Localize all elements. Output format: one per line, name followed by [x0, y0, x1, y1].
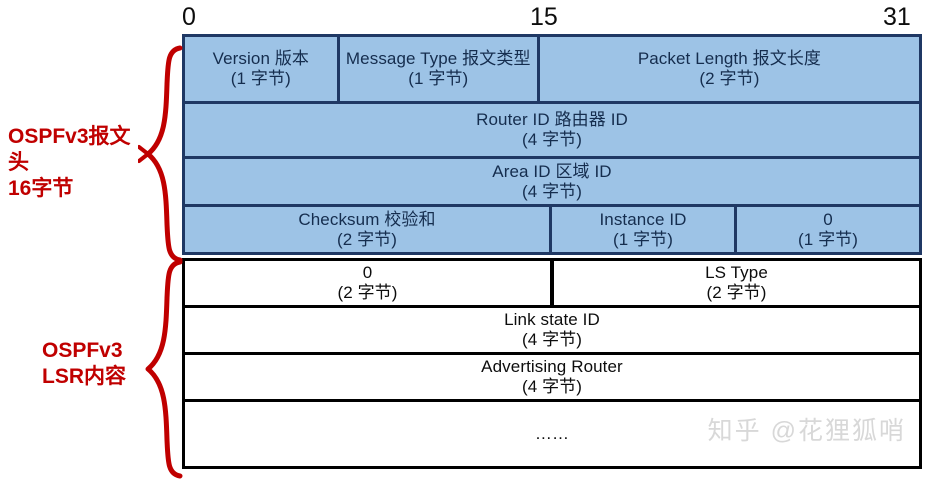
bit-tick-31: 31 — [883, 3, 911, 31]
table-row: Checksum 校验和 (2 字节) Instance ID (1 字节) 0… — [185, 207, 919, 252]
field-label: 0 — [362, 263, 373, 282]
bit-tick-15: 15 — [530, 3, 558, 31]
field-label: Advertising Router — [481, 357, 623, 376]
field-label: Router ID 路由器 ID — [476, 110, 628, 129]
field-size: (1 字节) — [797, 229, 859, 249]
field-size: (1 字节) — [230, 69, 291, 88]
field-version: Version 版本 (1 字节) — [185, 37, 337, 101]
lsr-section-label: OSPFv3 LSR内容 — [42, 339, 126, 388]
field-label: Area ID 区域 ID — [492, 161, 612, 181]
field-size: (2 字节) — [699, 69, 760, 88]
field-label: Checksum 校验和 — [298, 209, 436, 229]
field-label: Packet Length 报文长度 — [637, 49, 822, 68]
field-instance-id: Instance ID (1 字节) — [552, 207, 734, 252]
field-size: (4 字节) — [521, 181, 583, 201]
field-size: (2 字节) — [706, 283, 767, 302]
field-size: (1 字节) — [408, 69, 469, 88]
field-label: Version 版本 — [212, 49, 310, 68]
table-row: …… — [185, 402, 919, 466]
table-row: Link state ID (4 字节) — [185, 308, 919, 352]
table-row: Advertising Router (4 字节) — [185, 355, 919, 399]
field-label: LS Type — [705, 263, 768, 282]
header-brace-icon — [138, 45, 183, 263]
field-size: (4 字节) — [521, 377, 583, 396]
ospfv3-lsr-table: 0 (2 字节) LS Type (2 字节) Link state ID (4… — [182, 258, 922, 469]
field-size: (4 字节) — [521, 330, 583, 349]
field-label: Instance ID — [599, 209, 687, 229]
field-advertising-router: Advertising Router (4 字节) — [185, 355, 919, 399]
field-link-state-id: Link state ID (4 字节) — [185, 308, 919, 352]
field-label: 0 — [823, 209, 833, 229]
field-size: (2 字节) — [337, 283, 398, 302]
field-size: (2 字节) — [336, 229, 398, 249]
table-row: Version 版本 (1 字节) Message Type 报文类型 (1 字… — [185, 37, 920, 101]
field-message-type: Message Type 报文类型 (1 字节) — [339, 37, 537, 101]
ospfv3-header-table: Version 版本 (1 字节) Message Type 报文类型 (1 字… — [182, 34, 922, 255]
field-zero: 0 (2 字节) — [185, 261, 550, 305]
table-row: Area ID 区域 ID (4 字节) — [185, 159, 919, 204]
field-router-id: Router ID 路由器 ID (4 字节) — [185, 104, 919, 156]
field-packet-length: Packet Length 报文长度 (2 字节) — [539, 37, 920, 101]
field-ls-type: LS Type (2 字节) — [554, 261, 919, 305]
field-label: …… — [534, 424, 570, 443]
field-area-id: Area ID 区域 ID (4 字节) — [185, 159, 919, 204]
watermark: 知乎 @花狸狐哨 — [707, 417, 906, 445]
header-section-label: OSPFv3报文头 16字节 — [8, 125, 131, 200]
table-row: 0 (2 字节) LS Type (2 字节) — [185, 261, 919, 305]
field-size: (1 字节) — [612, 229, 674, 249]
field-ellipsis: …… — [185, 402, 919, 466]
field-reserved-zero: 0 (1 字节) — [737, 207, 919, 252]
bit-tick-0: 0 — [182, 3, 196, 31]
field-label: Link state ID — [504, 310, 600, 329]
table-row: Router ID 路由器 ID (4 字节) — [185, 104, 919, 156]
lsr-brace-icon — [145, 259, 183, 479]
field-label: Message Type 报文类型 — [345, 49, 531, 68]
bit-position-ruler: 0 15 31 — [182, 2, 922, 34]
field-checksum: Checksum 校验和 (2 字节) — [185, 207, 549, 252]
field-size: (4 字节) — [521, 130, 583, 149]
